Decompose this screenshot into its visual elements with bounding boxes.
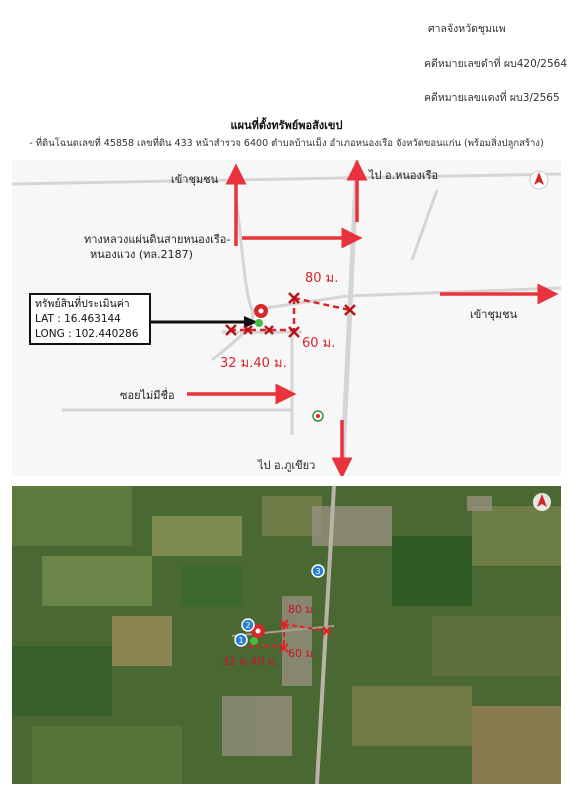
distance-60m: 60 ม. [302,336,336,351]
label-nameless-soi: ซอยไม่มีชื่อ [120,389,175,402]
village-clusters [222,496,492,756]
road-west [211,189,255,362]
schematic-map: เข้าชุมชน ไป อ.หนองเรือ ทางหลวงแผ่นดินสา… [12,160,561,476]
satellite-imagery: 3 2 1 [12,486,561,784]
label-highway-line1: ทางหลวงแผ่นดินสายหนองเรือ- [84,233,231,246]
property-info-box: ทรัพย์สินที่ประเมินค่า LAT : 16.463144 L… [29,293,151,345]
distance-80m: 80 ม. [305,271,339,286]
road-network [12,160,561,476]
location-pin-icon [254,304,268,327]
label-highway-line2: หนองแวง (ทล.2187) [90,248,193,261]
numbered-marker-icon [234,564,325,647]
satellite-map: 3 2 1 80 ม. 60 ม. 32 ม.40 ม. [12,486,561,784]
marker-label-1: 1 [238,636,243,645]
document-title: แผนที่ตั้งทรัพย์พอสังเขป [230,119,343,132]
satellite-distance-lines [240,623,328,648]
highway-2187 [339,160,360,476]
field-patches [12,486,561,784]
land-description: - ที่ดินโฉนดเลขที่ 45858 เลขที่ดิน 433 ห… [29,138,544,149]
marker-numbers: 3 2 1 [238,567,320,645]
road-link [251,294,348,312]
satellite-distance-60m: 60 ม. [288,647,317,660]
place-marker-icon [312,410,324,422]
red-case-number: คดีหมายเลขแดงที่ ผบ3/2565 [424,92,560,104]
label-to-community-right: เข้าชุมชน [470,308,518,321]
direction-arrows [187,160,559,476]
marker-label-2: 2 [245,621,250,630]
road-north-east [410,189,439,261]
property-pointer-head [244,316,258,328]
road-top [12,172,561,186]
satellite-side-road [231,625,335,637]
property-long: LONG : 102.440286 [35,328,139,340]
north-arrow-icon [529,170,549,190]
black-case-number: คดีหมายเลขดำที่ ผบ420/2564 [424,58,568,70]
marker-label-3: 3 [315,567,320,576]
north-arrow-icon [533,493,551,511]
distance-lines [230,296,351,332]
road-east [346,286,561,298]
label-to-phu-khiao: ไป อ.ภูเขียว [258,459,316,472]
court-name: ศาลจังหวัดชุมแพ [428,23,506,35]
label-to-nong-ruea: ไป อ.หนองเรือ [369,169,439,182]
property-title: ทรัพย์สินที่ประเมินค่า [35,298,130,310]
satellite-highway [315,486,336,784]
x-marker-icon [225,292,356,338]
satellite-distance-80m: 80 ม. [288,603,317,616]
location-pin-icon [250,624,265,645]
property-lat: LAT : 16.463144 [35,313,121,325]
roads [12,160,561,476]
label-to-community-top: เข้าชุมชน [171,173,219,186]
distance-32m: 32 ม.40 ม. [220,356,287,371]
satellite-x-marker-icon [279,619,332,653]
satellite-distance-32m: 32 ม.40 ม. [222,655,279,668]
